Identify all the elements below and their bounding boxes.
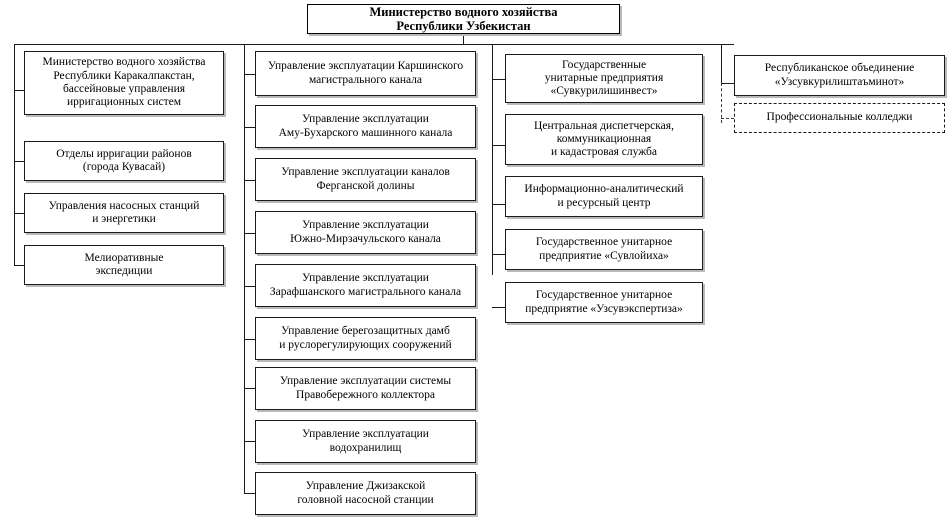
third-node-5-line1: Государственное унитарное — [535, 289, 673, 302]
third-column-spine — [492, 44, 493, 275]
third-node-2-line3: и кадастровая служба — [550, 146, 657, 159]
middle-node-4-line2: Южно-Мирзачульского канала — [290, 232, 441, 245]
middle-node-5[interactable]: Управление эксплуатации Зарафшанского ма… — [255, 264, 476, 307]
middle-node-3-line1: Управление эксплуатации каналов — [281, 166, 450, 179]
third-node-5-line2: предприятие «Узсувэкспертиза» — [525, 302, 683, 315]
middle-node-4[interactable]: Управление эксплуатации Южно-Мирзачульск… — [255, 211, 476, 254]
far-right-stub-1 — [721, 83, 734, 84]
left-node-4-line2: экспедиции — [95, 265, 153, 277]
middle-node-7-line2: Правобережного коллектора — [296, 388, 435, 401]
middle-node-9-line2: головной насосной станции — [297, 493, 434, 506]
left-node-3-line2: и энергетики — [92, 213, 156, 225]
left-node-2-line2: (города Кувасай) — [82, 161, 166, 173]
third-node-1-line1: Государственные — [561, 58, 647, 71]
middle-stub-9 — [244, 493, 255, 494]
third-stub-1 — [492, 79, 505, 80]
middle-node-6-line2: и руслорегулирующих сооружений — [279, 338, 452, 351]
third-stub-4 — [492, 254, 505, 255]
middle-stub-6 — [244, 339, 255, 340]
left-stub-4 — [14, 265, 25, 266]
left-node-4-line1: Мелиоративные — [84, 251, 164, 264]
middle-node-8[interactable]: Управление эксплуатации водохранилищ — [255, 420, 476, 463]
middle-node-5-line1: Управление эксплуатации — [302, 272, 429, 285]
middle-stub-4 — [244, 233, 255, 234]
third-node-5[interactable]: Государственное унитарное предприятие «У… — [505, 282, 703, 323]
third-node-4-line1: Государственное унитарное — [535, 236, 673, 249]
left-node-3-line1: Управления насосных станций — [48, 199, 200, 212]
third-node-1-line2: унитарные предприятия — [544, 71, 664, 84]
middle-node-2[interactable]: Управление эксплуатации Аму-Бухарского м… — [255, 105, 476, 148]
far-right-spine-solid — [721, 44, 722, 84]
middle-node-5-line2: Зарафшанского магистрального канала — [269, 285, 462, 298]
far-right-node-1-line1: Республиканское объединение — [764, 62, 915, 75]
third-stub-2 — [492, 145, 505, 146]
third-node-3-line2: и ресурсный центр — [557, 196, 651, 209]
left-stub-1 — [14, 90, 25, 91]
third-stub-3 — [492, 204, 505, 205]
far-right-node-2-line1: Профессиональные колледжи — [766, 111, 913, 124]
far-right-stub-2-dashed — [721, 118, 734, 119]
middle-stub-7 — [244, 388, 255, 389]
third-node-4-line2: предприятие «Сувлойиха» — [539, 249, 669, 262]
third-node-2-line1: Центральная диспетчерская, — [534, 119, 674, 132]
middle-node-1-line1: Управление эксплуатации Каршинского — [267, 60, 464, 73]
far-right-node-1-line2: «Узсувкурилиштаъминот» — [774, 75, 905, 88]
far-right-node-association[interactable]: Республиканское объединение «Узсувкурили… — [734, 55, 945, 96]
middle-stub-2 — [244, 127, 255, 128]
third-stub-5 — [492, 307, 505, 308]
middle-node-6-line1: Управление берегозащитных дамб — [281, 325, 450, 338]
third-node-2-line2: коммуникационная — [556, 132, 652, 145]
left-node-1-line1: Министерство водного хозяйства — [42, 56, 206, 69]
third-node-3-line1: Информационно-аналитический — [524, 183, 684, 196]
third-node-4[interactable]: Государственное унитарное предприятие «С… — [505, 229, 703, 270]
middle-node-9[interactable]: Управление Джизакской головной насосной … — [255, 472, 476, 515]
middle-node-7-line1: Управление эксплуатации системы — [279, 375, 452, 388]
third-node-3[interactable]: Информационно-аналитический и ресурсный … — [505, 176, 703, 217]
middle-node-4-line1: Управление эксплуатации — [302, 219, 429, 232]
far-right-spine-dashed — [721, 83, 722, 123]
middle-column-spine — [244, 44, 245, 494]
third-node-1[interactable]: Государственные унитарные предприятия «С… — [505, 54, 703, 103]
middle-node-2-line2: Аму-Бухарского машинного канала — [278, 126, 453, 139]
middle-stub-8 — [244, 441, 255, 442]
middle-node-3[interactable]: Управление эксплуатации каналов Ферганск… — [255, 158, 476, 201]
middle-node-8-line1: Управление эксплуатации — [302, 428, 429, 441]
main-horizontal-bus — [14, 44, 734, 45]
root-title-line1: Министерство водного хозяйства — [369, 4, 558, 19]
left-node-2[interactable]: Отделы ирригации районов (города Кувасай… — [24, 141, 224, 181]
middle-node-7[interactable]: Управление эксплуатации системы Правобер… — [255, 367, 476, 410]
middle-node-1-line2: магистрального канала — [308, 73, 423, 86]
left-column-spine — [14, 44, 15, 266]
middle-node-9-line1: Управление Джизакской — [305, 480, 426, 493]
left-stub-2 — [14, 161, 25, 162]
third-node-2[interactable]: Центральная диспетчерская, коммуникацион… — [505, 114, 703, 165]
left-node-1[interactable]: Министерство водного хозяйства Республик… — [24, 51, 224, 115]
root-node-ministry[interactable]: Министерство водного хозяйства Республик… — [307, 4, 620, 34]
left-node-1-line3: бассейновые управления — [62, 83, 186, 95]
middle-stub-1 — [244, 74, 255, 75]
left-node-2-line1: Отделы ирригации районов — [56, 147, 192, 160]
left-node-3[interactable]: Управления насосных станций и энергетики — [24, 193, 224, 233]
root-title-line2: Республики Узбекистан — [396, 19, 531, 33]
third-node-1-line3: «Сувкурилишинвест» — [550, 85, 658, 98]
left-node-1-line2: Республики Каракалпакстан, — [53, 69, 195, 82]
left-stub-3 — [14, 213, 25, 214]
middle-stub-5 — [244, 286, 255, 287]
middle-node-8-line2: водохранилищ — [329, 441, 402, 454]
middle-stub-3 — [244, 180, 255, 181]
left-node-1-line4: ирригационных систем — [66, 96, 182, 109]
middle-node-3-line2: Ферганской долины — [316, 179, 415, 192]
middle-node-6[interactable]: Управление берегозащитных дамб и руслоре… — [255, 317, 476, 360]
far-right-node-colleges[interactable]: Профессиональные колледжи — [734, 103, 945, 133]
root-stem-connector — [463, 33, 464, 44]
middle-node-1[interactable]: Управление эксплуатации Каршинского маги… — [255, 51, 476, 96]
middle-node-2-line1: Управление эксплуатации — [302, 113, 429, 126]
left-node-4[interactable]: Мелиоративные экспедиции — [24, 245, 224, 285]
